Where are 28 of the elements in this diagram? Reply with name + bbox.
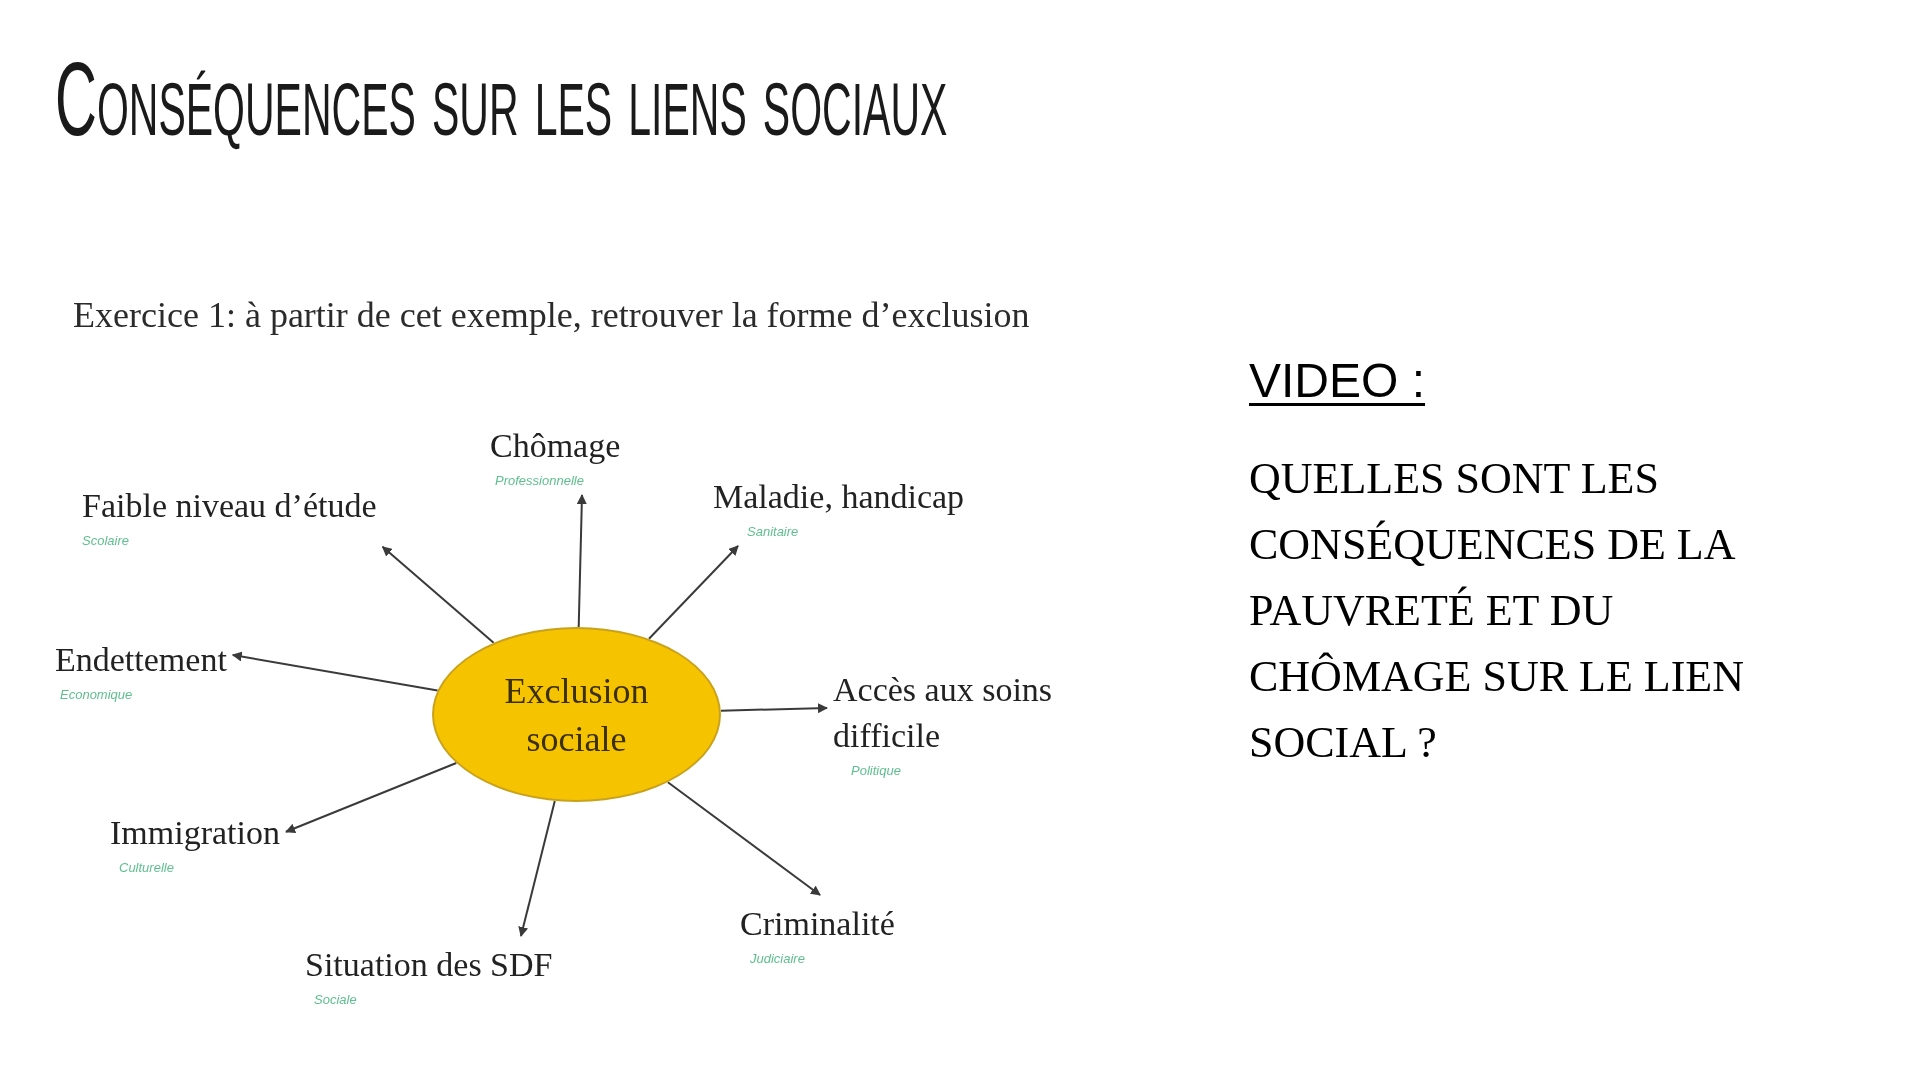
video-heading: VIDEO : bbox=[1249, 353, 1426, 409]
category-label: Culturelle bbox=[119, 860, 174, 876]
category-label: Sanitaire bbox=[747, 524, 799, 540]
arrow bbox=[719, 703, 828, 714]
category-label: Economique bbox=[60, 687, 133, 703]
category-label: Professionnelle bbox=[495, 473, 584, 489]
category-label: Politique bbox=[851, 763, 901, 779]
node-label: Chômage bbox=[490, 426, 621, 466]
node-label: Maladie, handicap bbox=[713, 477, 965, 517]
arrow bbox=[666, 781, 821, 896]
category-label: Judiciaire bbox=[750, 951, 805, 967]
slide-title: Conséquences sur les liens sociaux bbox=[55, 47, 948, 152]
node-label: Accès aux soins difficile bbox=[833, 670, 1054, 756]
node-label: Criminalité bbox=[740, 904, 895, 944]
arrow bbox=[285, 762, 458, 834]
category-label: Scolaire bbox=[82, 533, 129, 549]
arrow bbox=[518, 800, 556, 937]
arrow bbox=[576, 494, 587, 628]
node-label: Faible niveau d’étude bbox=[82, 486, 377, 526]
node-label: Endettement bbox=[55, 640, 227, 680]
category-label: Sociale bbox=[314, 992, 357, 1008]
node-label: Immigration bbox=[110, 813, 280, 853]
exercise-instruction: Exercice 1: à partir de cet exemple, retrouver la forme d’exclusion bbox=[73, 294, 1030, 336]
arrow bbox=[648, 545, 739, 640]
question-text: QUELLES SONT LES CONSÉQUENCES DE LA PAUVRETÉ ET DU CHÔMAGE SUR LE LIEN SOCIAL ? bbox=[1249, 453, 1745, 769]
node-label: Exclusion sociale bbox=[503, 669, 650, 761]
node-label: Situation des SDF bbox=[305, 945, 553, 985]
arrow bbox=[381, 545, 495, 644]
